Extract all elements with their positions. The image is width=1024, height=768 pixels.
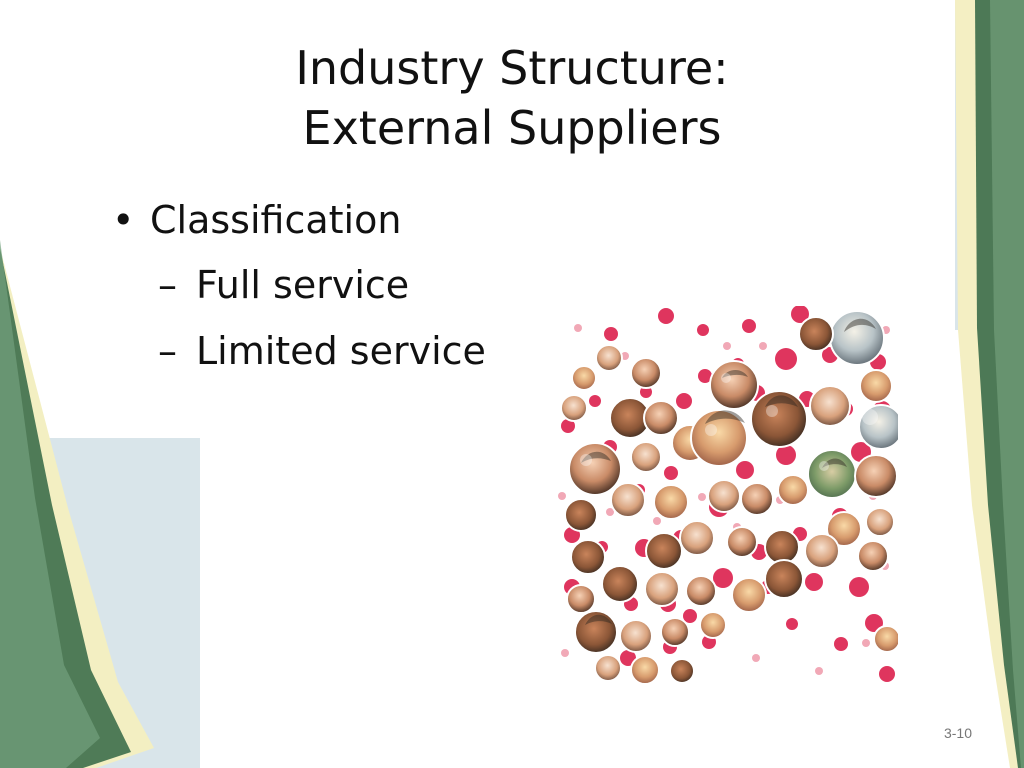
dash-icon: –	[158, 263, 177, 307]
title-line-1: Industry Structure:	[295, 41, 729, 95]
bullet-list: • Classification – Full service – Limite…	[112, 194, 542, 391]
right-light-green-strip	[990, 0, 1024, 768]
dash-icon: –	[158, 329, 177, 373]
classification-bullet: • Classification	[112, 194, 542, 246]
classification-label: Classification	[150, 198, 402, 242]
full-service-bullet: – Full service	[112, 259, 542, 311]
limited-service-bullet: – Limited service	[112, 325, 542, 377]
left-light-green-strip	[0, 0, 100, 768]
page-number: 3-10	[943, 725, 972, 741]
slide-title: Industry Structure: External Suppliers	[212, 38, 812, 158]
title-line-2: External Suppliers	[302, 101, 722, 155]
limited-service-label: Limited service	[196, 329, 486, 373]
bullet-dot-icon: •	[112, 198, 135, 242]
full-service-label: Full service	[196, 263, 410, 307]
people-collage-image	[554, 306, 898, 686]
